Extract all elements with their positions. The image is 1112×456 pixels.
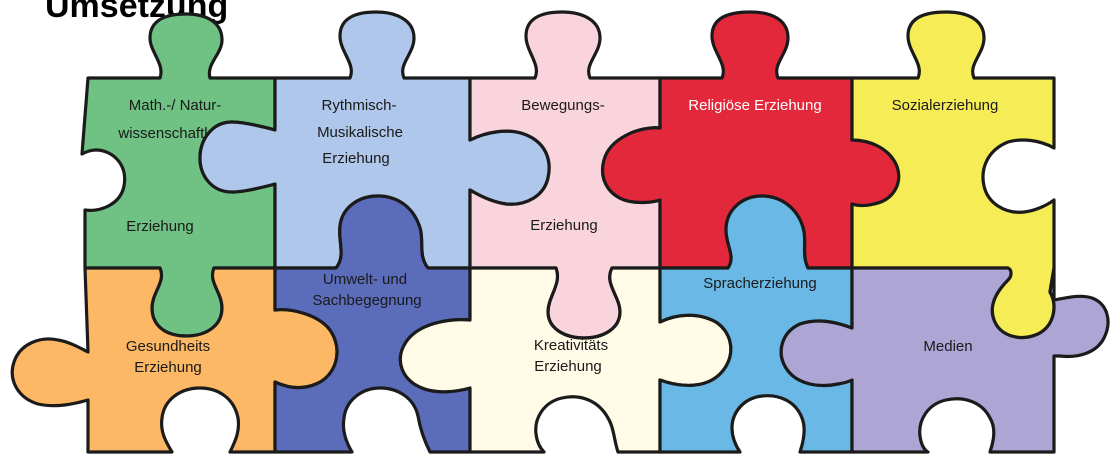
label-health-line1: Gesundheits xyxy=(126,338,210,355)
piece-health xyxy=(10,266,339,454)
label-rhythm-line3: Erziehung xyxy=(322,150,390,167)
label-creativity-line2: Erziehung xyxy=(534,358,602,375)
label-social-line1: Sozialerziehung xyxy=(892,97,999,114)
label-movement-line2: Erziehung xyxy=(530,217,598,234)
label-environment-line2: Sachbegegnung xyxy=(312,292,421,309)
puzzle-pieces xyxy=(10,10,1110,454)
label-math-line2: wissenschaftl xyxy=(117,125,207,142)
label-environment-line1: Umwelt- und xyxy=(323,271,407,288)
label-rhythm-line2: Musikalische xyxy=(317,124,403,141)
label-health-line2: Erziehung xyxy=(134,359,202,376)
label-language-line1: Spracherziehung xyxy=(703,275,816,292)
label-math-line1: Math.-/ Natur- xyxy=(129,97,222,114)
piece-labels: Math.-/ Natur- wissenschaftl Erziehung R… xyxy=(117,97,998,376)
label-movement-line1: Bewegungs- xyxy=(521,97,604,114)
label-media-line1: Medien xyxy=(923,338,972,355)
piece-social xyxy=(850,10,1056,340)
piece-media xyxy=(779,266,1110,454)
label-rhythm-line1: Rythmisch- xyxy=(321,97,396,114)
label-math-line3: Erziehung xyxy=(126,218,194,235)
label-creativity-line1: Kreativitäts xyxy=(534,337,608,354)
label-religion-line1: Religiöse Erziehung xyxy=(688,97,821,114)
